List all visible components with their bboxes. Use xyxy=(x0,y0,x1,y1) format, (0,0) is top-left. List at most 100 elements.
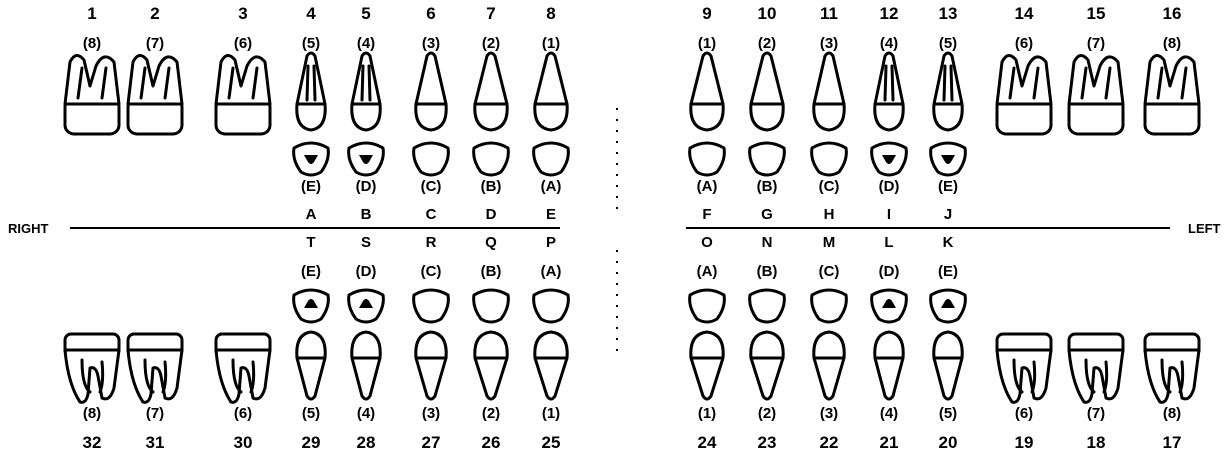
upper-permanent-tooth xyxy=(473,51,509,132)
lower-tooth-position: (3) xyxy=(820,405,838,422)
upper-tooth-position: (5) xyxy=(302,35,320,52)
upper-tooth-number: 13 xyxy=(939,4,958,23)
upper-primary-position: (B) xyxy=(481,178,502,195)
upper-primary-letter: B xyxy=(361,206,372,223)
lower-tooth-position: (6) xyxy=(1015,405,1033,422)
upper-tooth-position: (6) xyxy=(1015,35,1033,52)
primary-pulp-shape xyxy=(941,155,955,164)
upper-tooth-number: 9 xyxy=(702,4,711,23)
upper-primary-letter: E xyxy=(546,206,556,223)
root-shape xyxy=(350,356,382,401)
root-shape xyxy=(295,356,327,401)
lower-tooth-position: (3) xyxy=(422,405,440,422)
pulp-shape xyxy=(360,64,372,102)
upper-tooth-number: 15 xyxy=(1087,4,1106,23)
primary-pulp-shape xyxy=(359,299,373,308)
lower-permanent-tooth xyxy=(414,330,448,401)
crown-shape xyxy=(414,330,448,360)
root-shape xyxy=(995,348,1053,404)
upper-permanent-tooth xyxy=(932,51,964,132)
lower-primary-position: (C) xyxy=(421,263,442,280)
left-side-label: LEFT xyxy=(1188,221,1221,236)
primary-pulp-shape xyxy=(304,155,318,164)
root-shape xyxy=(126,54,184,106)
pulp-shape xyxy=(1008,66,1040,100)
root-shape xyxy=(126,348,184,404)
upper-tooth-position: (1) xyxy=(698,35,716,52)
primary-crown-shape xyxy=(748,288,786,324)
lower-primary-position: (B) xyxy=(481,263,502,280)
root-shape xyxy=(295,51,327,106)
pulp-shape xyxy=(1160,358,1185,394)
primary-pulp-shape xyxy=(941,299,955,308)
root-shape xyxy=(350,51,382,106)
upper-tooth-number: 5 xyxy=(361,4,370,23)
upper-tooth-position: (3) xyxy=(820,35,838,52)
upper-tooth-number: 7 xyxy=(486,4,495,23)
root-shape xyxy=(689,51,725,106)
upper-primary-letter: F xyxy=(702,206,711,223)
upper-primary-position: (A) xyxy=(697,178,718,195)
lower-permanent-tooth xyxy=(873,330,905,401)
lower-primary-position: (B) xyxy=(757,263,778,280)
lower-tooth-number: 17 xyxy=(1163,433,1182,452)
lower-primary-tooth xyxy=(870,288,908,324)
upper-tooth-position: (7) xyxy=(146,35,164,52)
upper-primary-tooth xyxy=(532,141,570,177)
pulp-shape xyxy=(139,66,171,100)
pulp-shape xyxy=(883,64,895,102)
root-shape xyxy=(1067,54,1125,106)
lower-tooth-number: 19 xyxy=(1015,433,1034,452)
crown-shape xyxy=(873,102,905,132)
root-shape xyxy=(63,348,121,404)
root-shape xyxy=(63,54,121,106)
lower-tooth-number: 32 xyxy=(83,433,102,452)
lower-primary-tooth xyxy=(810,288,848,324)
lower-tooth-number: 20 xyxy=(939,433,958,452)
lower-permanent-tooth xyxy=(473,330,509,401)
lower-primary-tooth xyxy=(929,288,967,324)
upper-tooth-position: (6) xyxy=(234,35,252,52)
upper-primary-tooth xyxy=(929,141,967,177)
lower-tooth-position: (7) xyxy=(146,405,164,422)
lower-primary-tooth xyxy=(748,288,786,324)
upper-tooth-position: (1) xyxy=(542,35,560,52)
upper-permanent-tooth xyxy=(749,51,785,132)
lower-primary-letter: T xyxy=(306,234,315,251)
upper-primary-letter: H xyxy=(824,206,835,223)
root-shape xyxy=(932,356,964,401)
lower-primary-letter: N xyxy=(762,234,773,251)
root-shape xyxy=(812,356,846,401)
upper-permanent-tooth xyxy=(1143,54,1201,136)
crown-shape xyxy=(473,102,509,132)
lower-tooth-position: (5) xyxy=(302,405,320,422)
upper-primary-position: (D) xyxy=(879,178,900,195)
root-shape xyxy=(1067,348,1125,404)
upper-tooth-position: (4) xyxy=(880,35,898,52)
upper-tooth-position: (8) xyxy=(83,35,101,52)
lower-permanent-tooth xyxy=(63,332,121,404)
lower-primary-position: (A) xyxy=(697,263,718,280)
upper-tooth-number: 11 xyxy=(820,4,838,23)
upper-tooth-position: (7) xyxy=(1087,35,1105,52)
upper-tooth-number: 10 xyxy=(758,4,777,23)
upper-primary-tooth xyxy=(347,141,385,177)
upper-primary-tooth xyxy=(472,141,510,177)
upper-primary-letter: D xyxy=(486,206,497,223)
root-shape xyxy=(995,54,1053,106)
pulp-shape xyxy=(942,64,954,102)
upper-tooth-position: (8) xyxy=(1163,35,1181,52)
root-shape xyxy=(1143,348,1201,404)
pulp-shape xyxy=(76,66,108,100)
crown-shape xyxy=(473,330,509,360)
pulp-shape xyxy=(305,64,317,102)
root-shape xyxy=(812,51,846,106)
upper-tooth-number: 12 xyxy=(880,4,899,23)
pulp-shape xyxy=(227,66,259,100)
upper-tooth-number: 16 xyxy=(1163,4,1182,23)
lower-permanent-tooth xyxy=(1143,332,1201,404)
upper-permanent-tooth xyxy=(995,54,1053,136)
lower-primary-letter: Q xyxy=(485,234,497,251)
upper-primary-letter: A xyxy=(306,206,317,223)
